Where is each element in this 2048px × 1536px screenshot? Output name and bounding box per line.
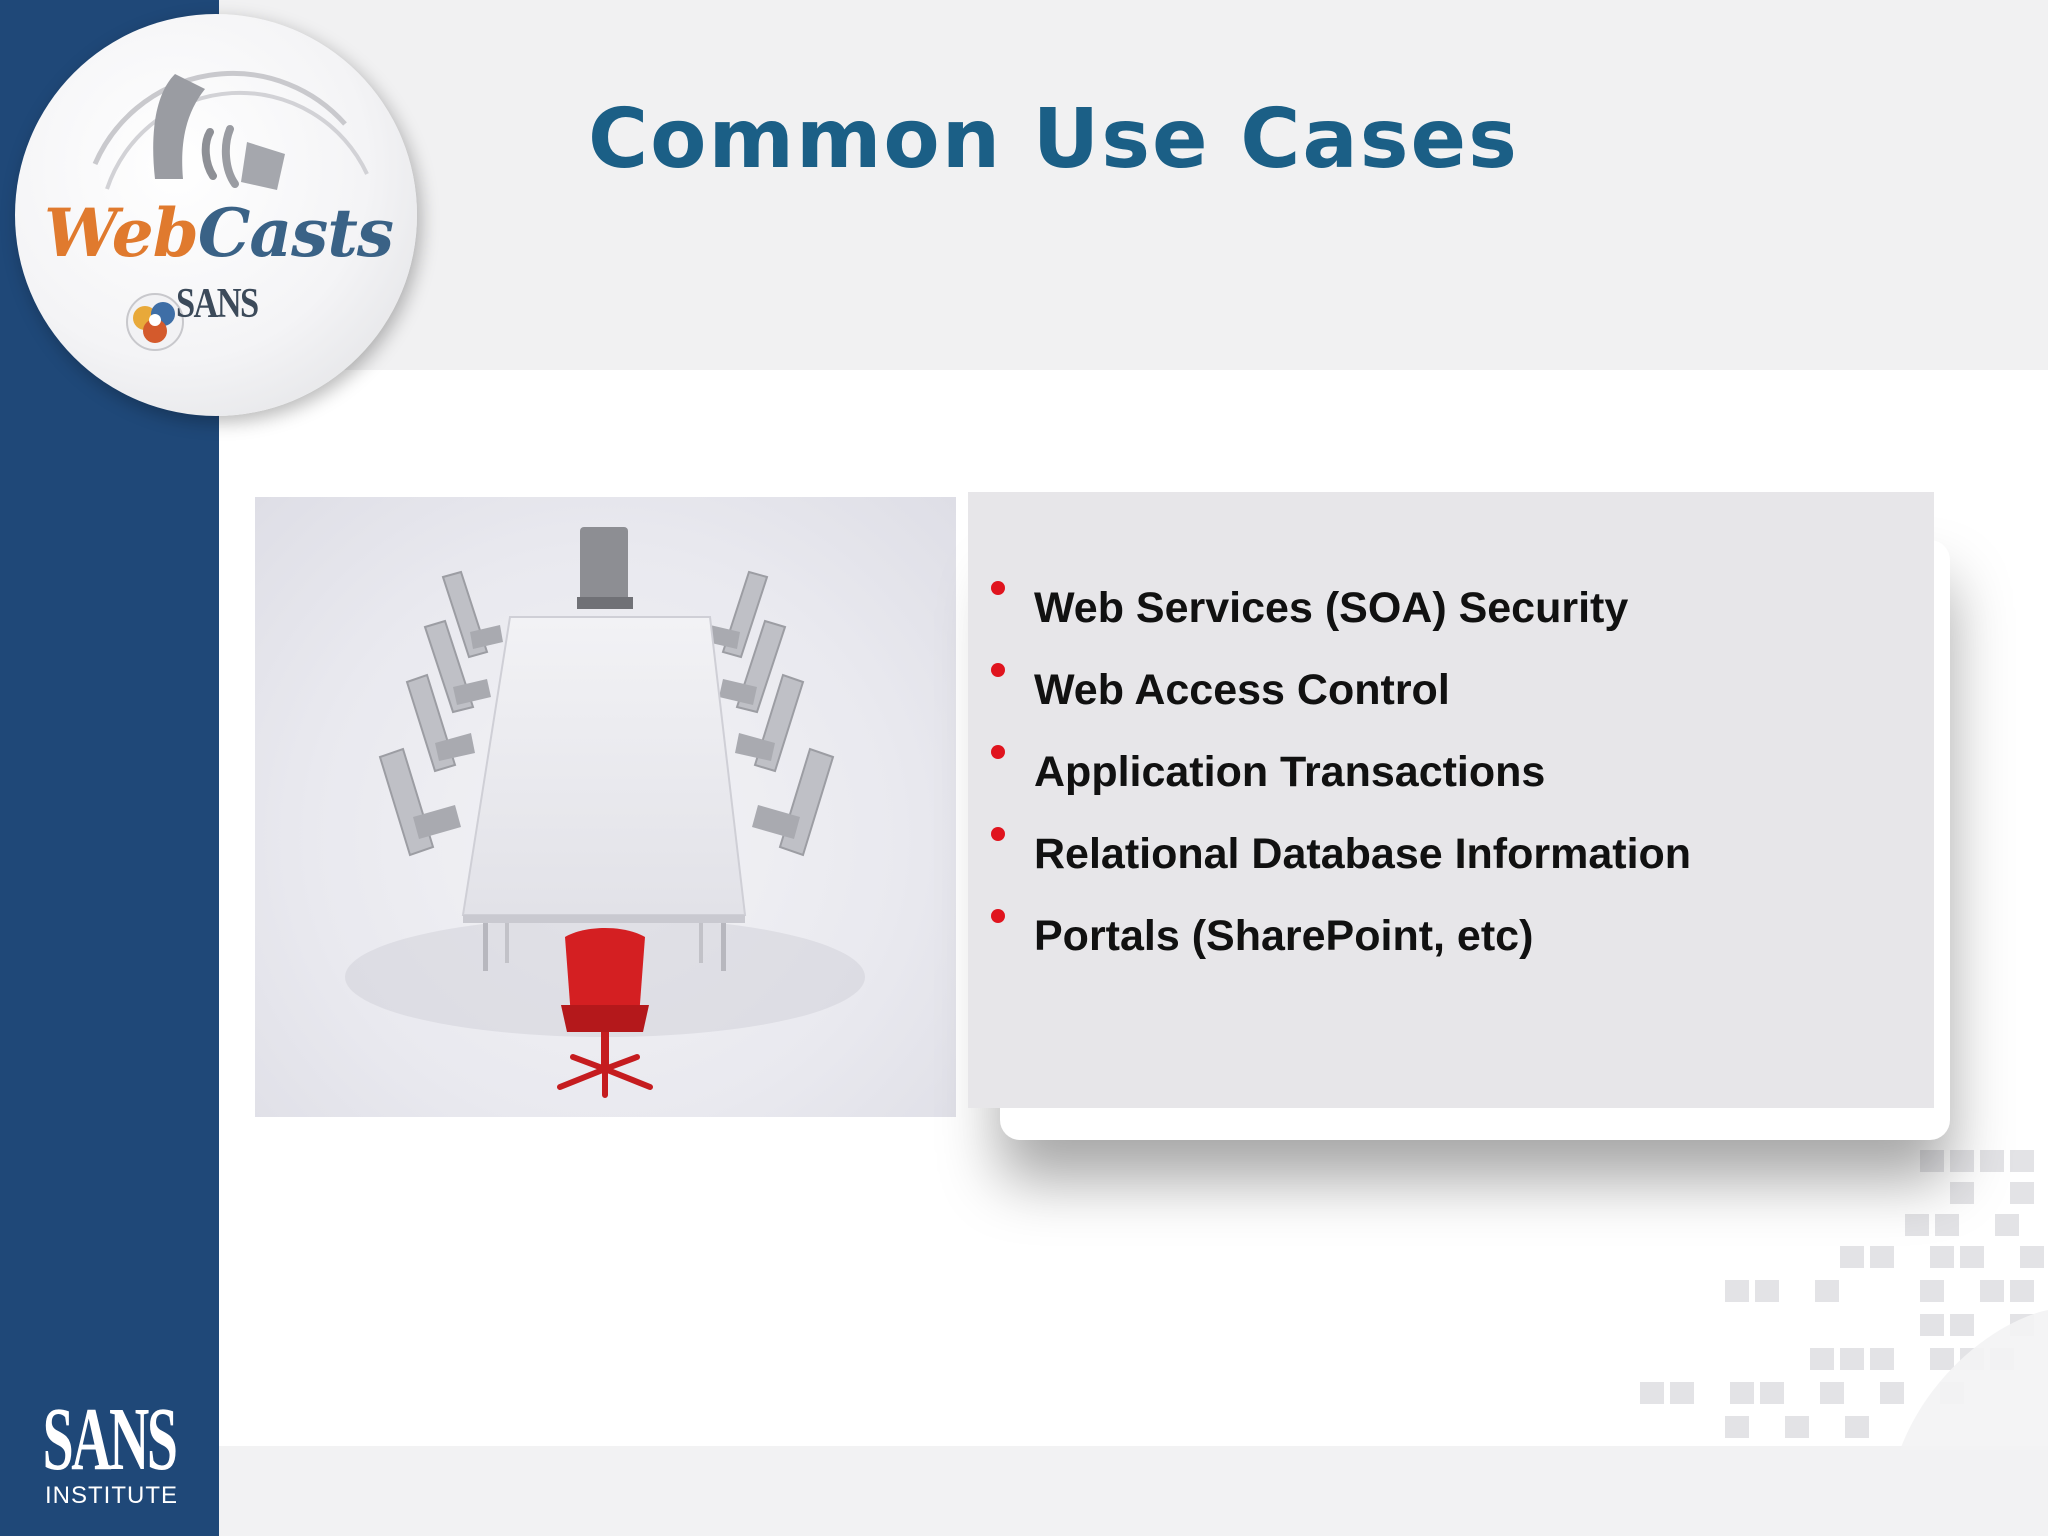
bullet-dot [991, 663, 1005, 677]
webcasts-logo-disc [15, 14, 417, 416]
conference-table-illustration [345, 527, 865, 1098]
bullet-text: Relational Database Information [1034, 830, 1692, 878]
bullet-panel: Web Services (SOA) Security Web Access C… [968, 492, 1934, 1108]
sans-footer-text: SANS [43, 1390, 178, 1489]
bullet-text: Web Access Control [1034, 666, 1450, 714]
bullet-text: Portals (SharePoint, etc) [1034, 912, 1534, 960]
webcasts-wordmark: WebCasts [44, 194, 394, 272]
institute-footer-text: INSTITUTE [45, 1482, 178, 1509]
bullet-dot [991, 745, 1005, 759]
conference-table-image [255, 497, 956, 1117]
pixel-decoration [1640, 1150, 2048, 1450]
footer-band [0, 1446, 2048, 1536]
logo-sans-text: SANS [176, 281, 259, 327]
bullet-dot [991, 581, 1005, 595]
sans-institute-logo: SANS [0, 1395, 219, 1485]
bullet-text: Application Transactions [1034, 748, 1546, 796]
slide-title: Common Use Cases [588, 92, 1519, 187]
bullet-dot [991, 909, 1005, 923]
bullet-text: Web Services (SOA) Security [1034, 584, 1629, 632]
bullet-dot [991, 827, 1005, 841]
broadcast-icon [92, 71, 369, 351]
